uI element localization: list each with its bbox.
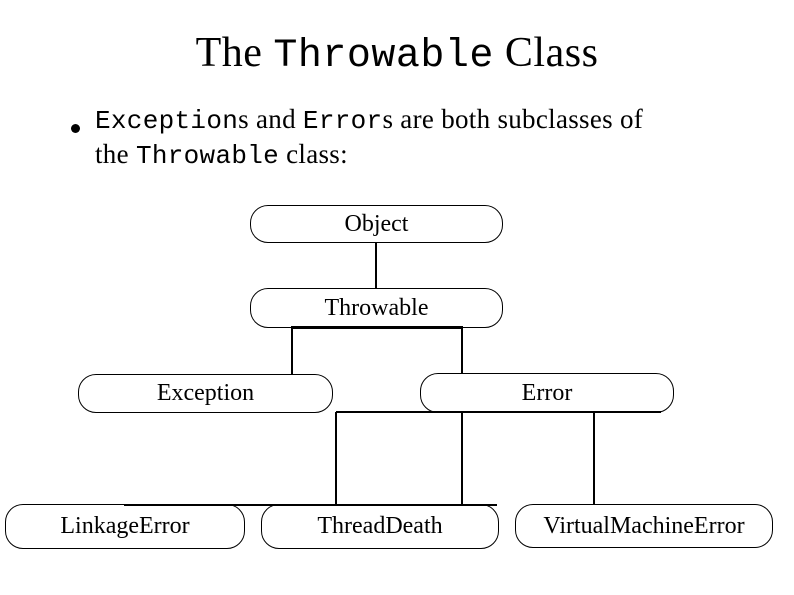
class-box-error: Error <box>420 373 674 413</box>
class-box-label: Exception <box>156 380 255 406</box>
class-box-label: VirtualMachineError <box>543 512 745 539</box>
bullet-plain-2: s are both subclasses of <box>382 104 644 134</box>
title-code-throwable: Throwable <box>273 34 494 79</box>
bullet-icon <box>71 124 80 133</box>
connector-error-child-3 <box>593 412 595 505</box>
bullet-line-2: the Throwable class: <box>95 138 765 173</box>
class-box-object: Object <box>250 205 503 243</box>
slide-title: The Throwable Class <box>0 30 794 80</box>
connector-throwable-bar <box>291 326 463 329</box>
class-box-exception: Exception <box>78 374 333 413</box>
connector-error-bar <box>336 411 661 413</box>
bullet-item: Exceptions and Errors are both subclasse… <box>95 103 765 173</box>
connector-throwable-error <box>461 328 463 374</box>
bullet-code-error: Error <box>302 106 383 136</box>
class-box-threaddeath: ThreadDeath <box>261 504 499 549</box>
bullet-code-exception: Exception <box>95 106 239 136</box>
bullet-plain-1: s and <box>238 104 303 134</box>
connector-object-throwable <box>375 243 377 288</box>
class-box-label: Throwable <box>324 294 429 321</box>
bullet-code-throwable: Throwable <box>135 141 280 171</box>
class-box-label: ThreadDeath <box>317 513 443 539</box>
title-text-post: Class <box>493 30 599 76</box>
class-box-label: Error <box>521 379 573 406</box>
bullet-line-1: Exceptions and Errors are both subclasse… <box>95 103 765 138</box>
bullet-plain-3: the <box>95 139 136 169</box>
class-box-label: LinkageError <box>60 513 190 539</box>
connector-throwable-exception <box>291 328 293 375</box>
connector-error-child-1 <box>335 412 337 505</box>
bullet-plain-4: class: <box>279 139 348 169</box>
class-box-virtualmachineerror: VirtualMachineError <box>515 504 773 548</box>
connector-bottom-bar <box>124 504 497 506</box>
class-box-linkageerror: LinkageError <box>5 504 245 549</box>
class-box-throwable: Throwable <box>250 288 503 328</box>
connector-error-child-2 <box>461 412 463 505</box>
title-text-pre: The <box>195 30 274 76</box>
class-box-label: Object <box>344 210 409 237</box>
